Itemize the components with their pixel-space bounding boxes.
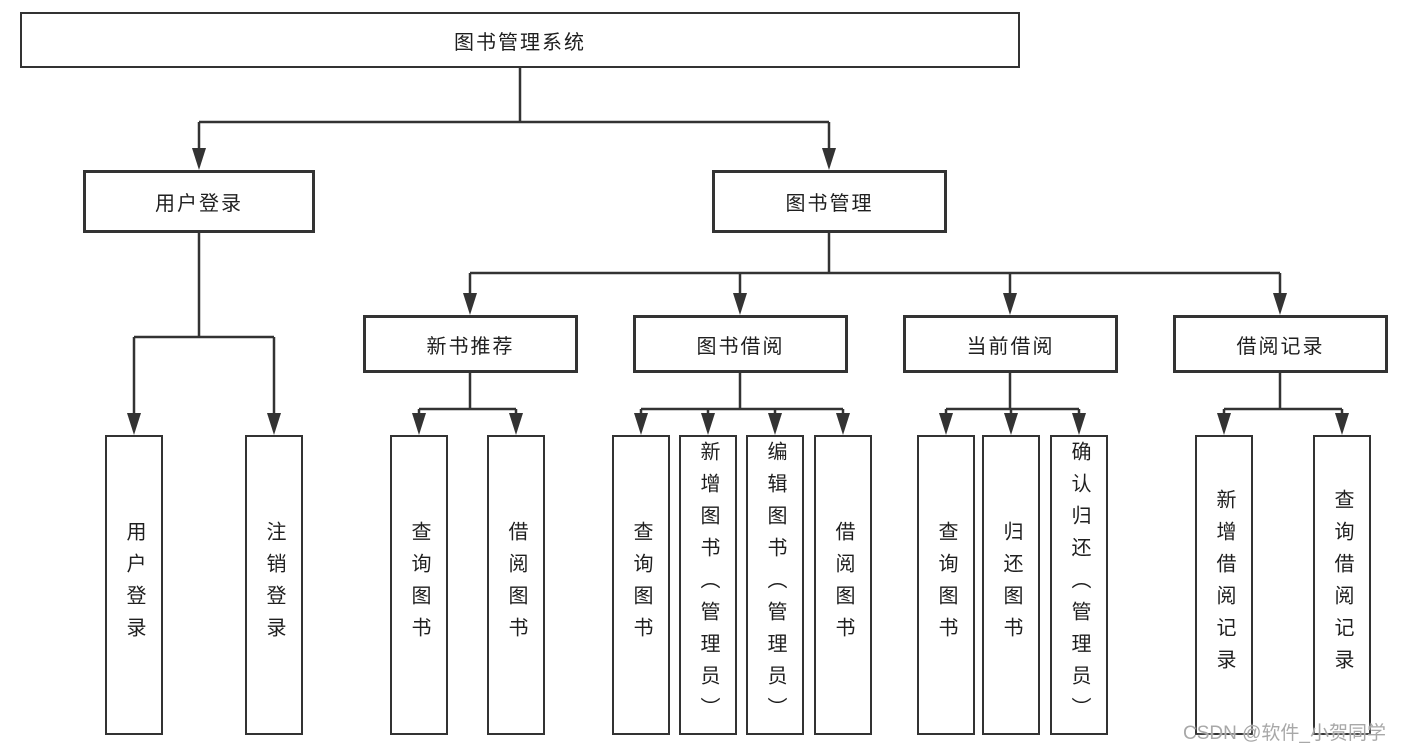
leaf-label: 借阅图书 <box>505 521 527 649</box>
leaf-label: 确认归还（管理员） <box>1068 441 1090 729</box>
leaf-label: 新增图书（管理员） <box>697 441 719 729</box>
leaf-label: 查询借阅记录 <box>1331 489 1353 681</box>
leaf-label: 查询图书 <box>630 521 652 649</box>
leaf-label: 借阅图书 <box>832 521 854 649</box>
leaf-borrow-books: 借阅图书 <box>814 435 872 735</box>
leaf-query-books-current: 查询图书 <box>917 435 975 735</box>
leaf-label: 查询图书 <box>935 521 957 649</box>
node-current-borrowing: 当前借阅 <box>903 315 1118 373</box>
node-new-book-recommend: 新书推荐 <box>363 315 578 373</box>
leaf-borrow-books-recommend: 借阅图书 <box>487 435 545 735</box>
leaf-label: 新增借阅记录 <box>1213 489 1235 681</box>
leaf-return-book: 归还图书 <box>982 435 1040 735</box>
csdn-watermark: CSDN @软件_小贺同学 <box>1183 723 1386 744</box>
node-book-management: 图书管理 <box>712 170 947 233</box>
leaf-user-login: 用户登录 <box>105 435 163 735</box>
leaf-add-borrow-record: 新增借阅记录 <box>1195 435 1253 735</box>
leaf-label: 注销登录 <box>263 521 285 649</box>
node-borrow-records: 借阅记录 <box>1173 315 1388 373</box>
leaf-logout: 注销登录 <box>245 435 303 735</box>
leaf-label: 查询图书 <box>408 521 430 649</box>
leaf-confirm-return-admin: 确认归还（管理员） <box>1050 435 1108 735</box>
leaf-query-borrow-record: 查询借阅记录 <box>1313 435 1371 735</box>
leaf-query-books-recommend: 查询图书 <box>390 435 448 735</box>
node-user-login: 用户登录 <box>83 170 315 233</box>
leaf-query-books-borrowing: 查询图书 <box>612 435 670 735</box>
leaf-edit-book-admin: 编辑图书（管理员） <box>746 435 804 735</box>
leaf-add-book-admin: 新增图书（管理员） <box>679 435 737 735</box>
leaf-label: 归还图书 <box>1000 521 1022 649</box>
leaf-label: 编辑图书（管理员） <box>764 441 786 729</box>
leaf-label: 用户登录 <box>123 521 145 649</box>
node-book-borrowing: 图书借阅 <box>633 315 848 373</box>
node-library-system: 图书管理系统 <box>20 12 1020 68</box>
